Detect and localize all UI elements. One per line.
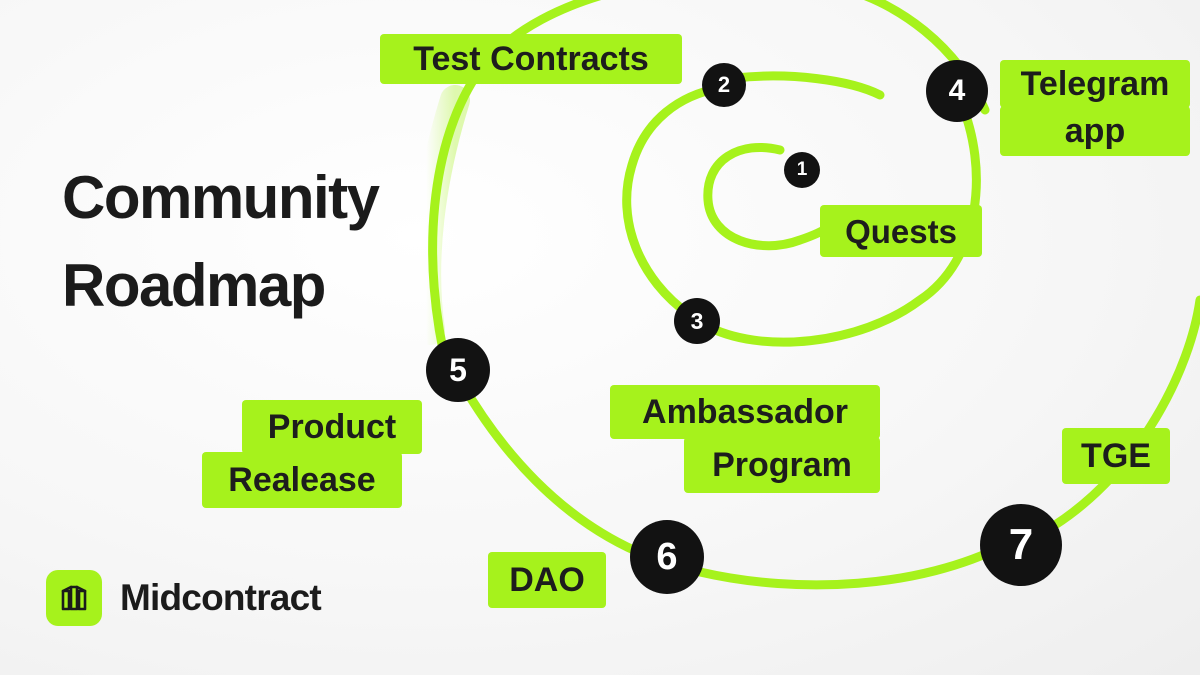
milestone-3-label-line1: Ambassador — [610, 385, 880, 439]
midcontract-logo-icon — [46, 570, 102, 626]
milestone-2-label: Test Contracts — [380, 34, 682, 84]
spiral-arm-inner — [703, 142, 837, 251]
milestone-1-node: 1 — [784, 152, 820, 188]
milestone-7-node: 7 — [980, 504, 1062, 586]
milestone-6-node: 6 — [630, 520, 704, 594]
spiral-arm-2-upper — [730, 71, 885, 100]
brand-name: Midcontract — [120, 577, 322, 618]
milestone-5-label-line1: Product — [242, 400, 422, 454]
page-title-line-2: Roadmap — [62, 252, 326, 319]
milestone-6-label: DAO — [488, 552, 606, 608]
spiral-arm-6-7 — [695, 540, 1010, 590]
milestone-1-label: Quests — [820, 205, 982, 257]
spiral-arm-outer — [428, 0, 990, 377]
milestone-4-label-line2: app — [1000, 106, 1190, 156]
milestone-2-node: 2 — [702, 63, 746, 107]
spiral-arm-4-3 — [700, 95, 981, 347]
spiral-arm-7-right — [1050, 295, 1200, 530]
spiral-arm-3-2 — [622, 83, 725, 320]
milestone-7-label: TGE — [1062, 428, 1170, 484]
milestone-3-label-line2: Program — [684, 437, 880, 493]
milestone-4-node: 4 — [926, 60, 988, 122]
spiral-arm-5-6 — [455, 375, 650, 560]
milestone-4-label-line1: Telegram — [1000, 60, 1190, 108]
milestone-5-node: 5 — [426, 338, 490, 402]
page-title-line-1: Community — [62, 164, 380, 231]
milestone-5-label-line2: Realease — [202, 452, 402, 508]
milestone-3-node: 3 — [674, 298, 720, 344]
